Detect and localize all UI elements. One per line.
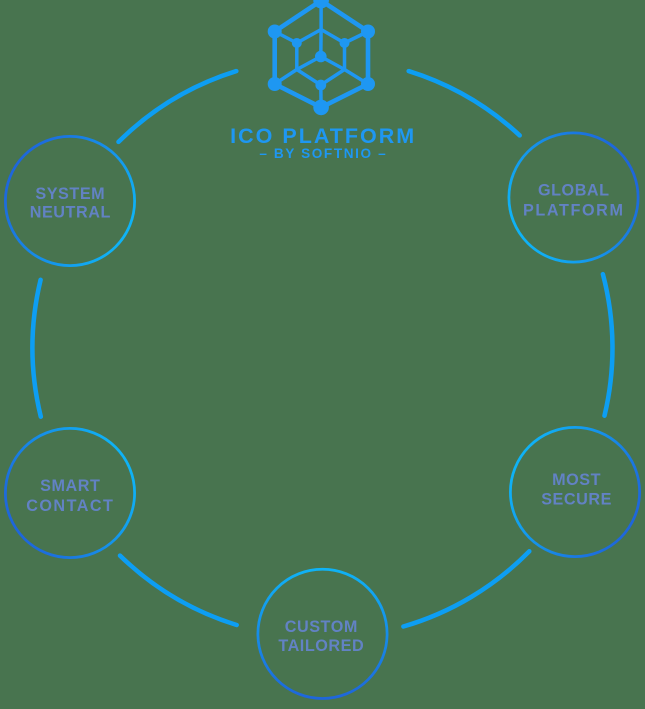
svg-text:CUSTOM: CUSTOM [285, 618, 358, 636]
svg-text:SMART: SMART [40, 477, 100, 495]
svg-text:ICO PLATFORM: ICO PLATFORM [230, 124, 416, 148]
svg-text:PLATFORM: PLATFORM [523, 201, 625, 219]
svg-text:– BY SOFTNIO –: – BY SOFTNIO – [259, 146, 387, 161]
svg-text:GLOBAL: GLOBAL [538, 182, 610, 200]
svg-text:NEUTRAL: NEUTRAL [30, 203, 111, 221]
svg-text:CONTACT: CONTACT [26, 497, 114, 515]
svg-text:SECURE: SECURE [541, 491, 612, 509]
svg-text:SYSTEM: SYSTEM [35, 185, 105, 203]
svg-text:MOST: MOST [552, 471, 601, 489]
svg-text:TAILORED: TAILORED [278, 637, 364, 655]
